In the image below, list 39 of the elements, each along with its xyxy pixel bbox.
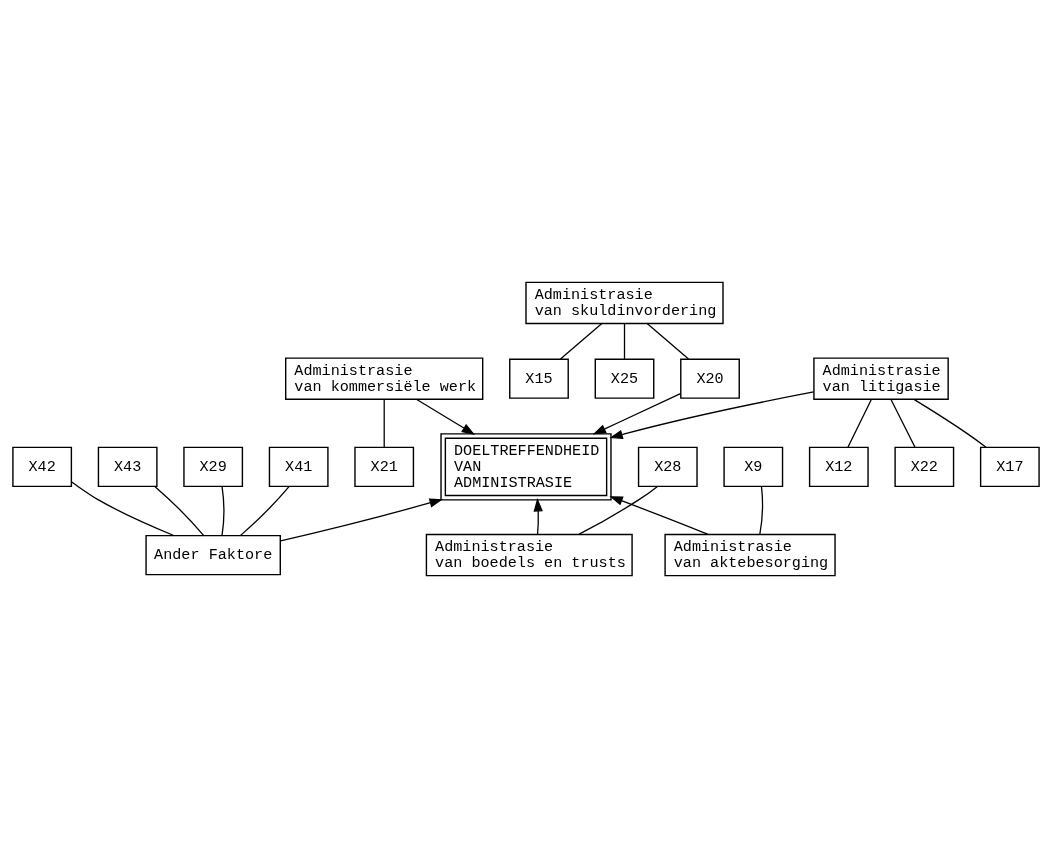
arrow — [609, 391, 815, 439]
connector — [913, 398, 987, 448]
node-box: X22 — [894, 446, 955, 488]
node-box: X29 — [183, 446, 244, 488]
node-box: Administrasie van boedels en trusts — [425, 533, 633, 577]
arrow — [415, 398, 476, 435]
connector — [890, 398, 916, 448]
node-box: Ander Faktore — [145, 534, 281, 576]
connector — [623, 323, 626, 360]
node-box: Administrasie van aktebesorging — [664, 533, 836, 577]
connector — [221, 486, 225, 537]
connector — [70, 481, 175, 537]
node-box: X17 — [979, 446, 1040, 488]
node-box: X25 — [594, 358, 655, 399]
node-box: X21 — [354, 446, 415, 488]
node-box: X9 — [723, 446, 784, 488]
node-box: X28 — [637, 446, 698, 488]
connector — [383, 398, 385, 448]
node-box: X15 — [509, 358, 569, 399]
node-box: X43 — [97, 446, 158, 488]
arrow — [533, 498, 543, 535]
connector — [759, 486, 763, 536]
node-box: X12 — [808, 446, 869, 488]
connector — [154, 486, 205, 537]
arrow — [609, 496, 709, 536]
node-box: X41 — [268, 446, 329, 488]
node-box: Administrasie van kommersiële werk — [285, 357, 484, 400]
arrow — [280, 498, 443, 542]
node-box: X20 — [680, 358, 740, 399]
node-box: Administrasie van litigasie — [813, 357, 949, 400]
node-box: DOELTREFFENDHEID VAN ADMINISTRASIE — [440, 433, 612, 501]
node-box: X42 — [12, 446, 73, 488]
connector — [578, 485, 659, 536]
node-box: Administrasie van skuldinvordering — [525, 281, 724, 325]
arrow — [592, 392, 682, 435]
connector — [239, 486, 290, 537]
connector — [646, 323, 690, 360]
connector — [847, 398, 873, 448]
connector — [559, 323, 603, 360]
